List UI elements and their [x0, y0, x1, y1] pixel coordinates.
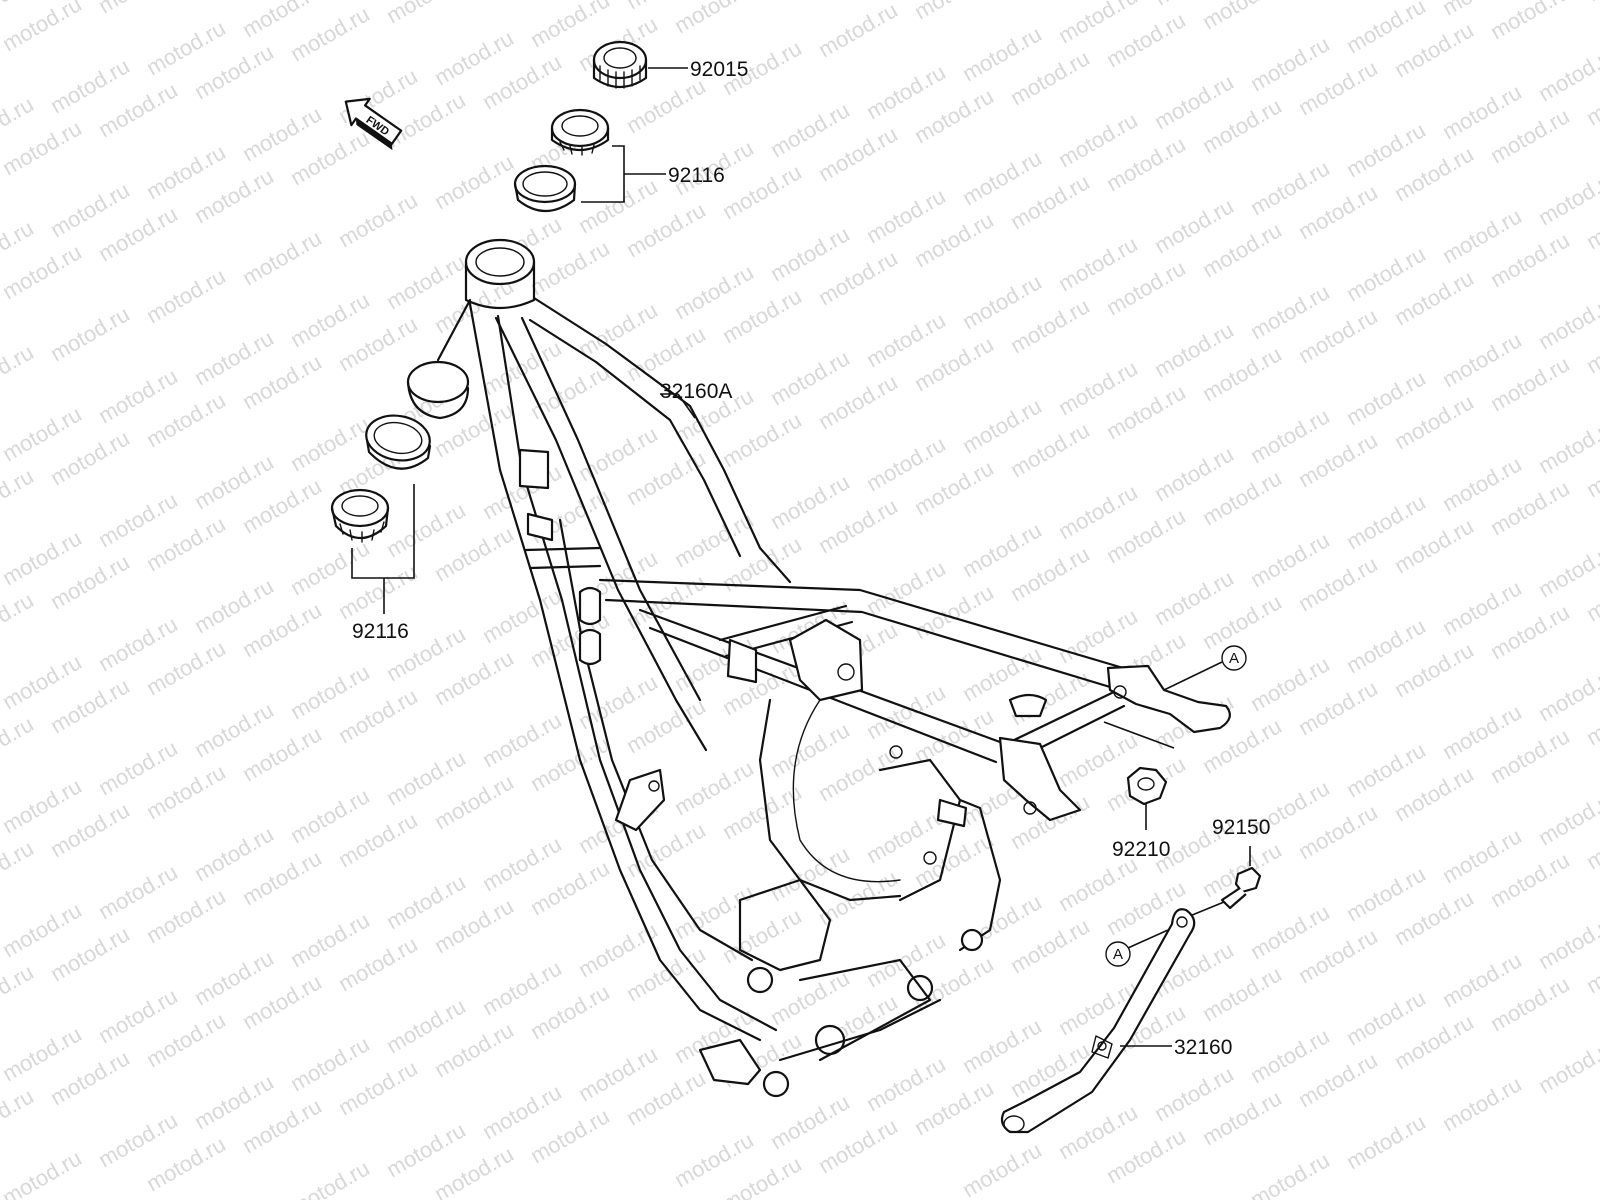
steering-race-lower-92116[interactable] [363, 411, 434, 470]
bolt-92150[interactable] [1220, 866, 1262, 910]
watermark-text: motod.ru [46, 301, 134, 366]
ref-marker-lower: A [1113, 946, 1123, 963]
watermark-text: motod.ru [1534, 661, 1600, 726]
watermark-text: motod.ru [1582, 0, 1600, 6]
steering-bearing-upper-92116[interactable] [550, 108, 610, 156]
watermark-text: motod.ru [1534, 165, 1600, 230]
watermark-text: motod.ru [1438, 1071, 1526, 1136]
watermark-text: motod.ru [0, 1145, 86, 1200]
watermark-text: motod.ru [1486, 0, 1574, 44]
part-label-92150: 92150 [1212, 816, 1270, 839]
watermark-text: motod.ru [94, 0, 182, 18]
ref-marker-circle-upper [1221, 645, 1247, 671]
watermark-text: motod.ru [0, 835, 38, 900]
nut-92210[interactable] [1126, 766, 1168, 806]
watermark-text: motod.ru [910, 0, 998, 24]
watermark-text: motod.ru [142, 263, 230, 328]
watermark-text: motod.ru [334, 187, 422, 252]
watermark-text: motod.ru [1534, 537, 1600, 602]
steering-bearing-lower-92116[interactable] [330, 488, 390, 543]
watermark-text: motod.ru [814, 0, 902, 62]
watermark-text: motod.ru [1342, 1109, 1430, 1174]
ref-marker-upper: A [1229, 650, 1239, 667]
watermark-text: motod.ru [1246, 1147, 1334, 1200]
part-label-92210: 92210 [1112, 838, 1170, 861]
part-label-32160: 32160 [1174, 1036, 1232, 1059]
watermark-text: motod.ru [1534, 909, 1600, 974]
part-label-92015: 92015 [690, 58, 748, 81]
watermark-text: motod.ru [0, 1083, 38, 1148]
steering-race-upper-92116[interactable] [513, 164, 577, 212]
watermark-text: motod.ru [0, 0, 86, 56]
watermark-text: motod.ru [0, 959, 38, 1024]
main-frame-32160A[interactable] [406, 238, 1231, 1098]
watermark-text: motod.ru [1534, 41, 1600, 106]
watermark-text: motod.ru [0, 339, 38, 404]
watermark-text: motod.ru [1534, 785, 1600, 850]
watermark-text: motod.ru [958, 1137, 1046, 1200]
watermark-text: motod.ru [1534, 413, 1600, 478]
part-label-92116-bottom: 92116 [352, 620, 409, 643]
watermark-text: motod.ru [1198, 0, 1286, 34]
watermark-text: motod.ru [0, 587, 38, 652]
watermark-text: motod.ru [430, 149, 518, 214]
watermark-text: motod.ru [238, 225, 326, 290]
part-label-32160A: 32160A [660, 380, 732, 403]
steering-stem-nut-92015[interactable] [592, 40, 648, 89]
watermark-text: motod.ru [286, 1155, 374, 1200]
watermark-text: motod.ru [0, 463, 38, 528]
ref-marker-circle-lower [1105, 941, 1131, 967]
part-label-92116-top: 92116 [668, 164, 725, 187]
watermark-text: motod.ru [0, 711, 38, 776]
watermark-text: motod.ru [1534, 1033, 1600, 1098]
watermark-text: motod.ru [1534, 289, 1600, 354]
side-stay-32160[interactable] [1000, 908, 1196, 1134]
watermark-text: motod.ru [670, 0, 758, 38]
watermark-text: motod.ru [382, 0, 470, 28]
